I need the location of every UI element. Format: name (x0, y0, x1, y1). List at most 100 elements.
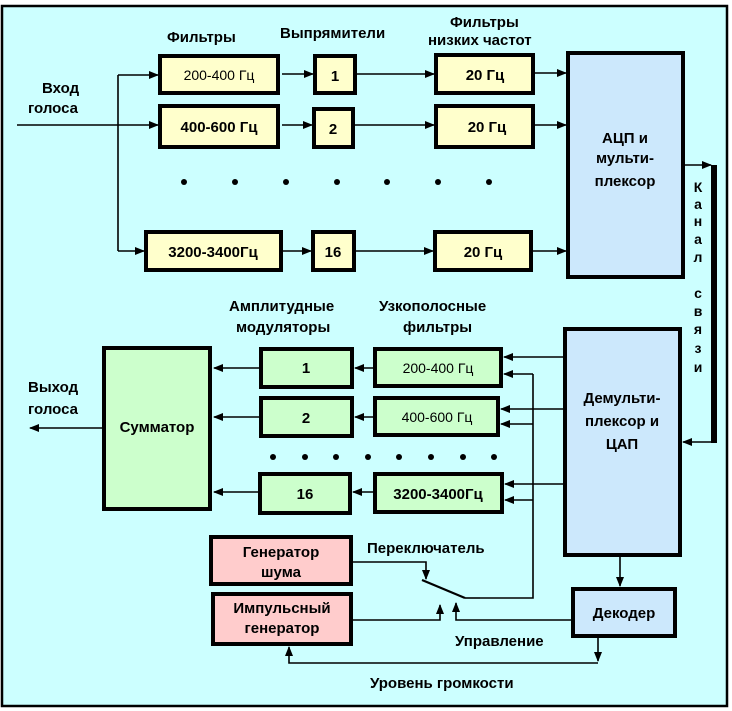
pulse-to-switch-arrow (351, 604, 444, 621)
decoder-box (571, 587, 677, 638)
dot (491, 454, 497, 460)
adc-label-line3: плексор (595, 173, 656, 190)
noise-to-switch-arrow (351, 561, 430, 580)
bandpass-filter-label: 400-600 Гц (402, 409, 473, 425)
pulse-generator-label-line1: Импульсный (233, 600, 330, 617)
channel-letter: в (694, 303, 703, 319)
modulator-box (258, 472, 352, 515)
control-arrow (452, 602, 573, 621)
adc-label-line2: мульти- (596, 150, 654, 167)
bandpass-filter-box (373, 396, 500, 437)
dot (270, 454, 276, 460)
dot (435, 179, 441, 185)
channel-letter: л (694, 249, 703, 265)
bandpass-filter-label: 3200-3400Гц (393, 486, 483, 503)
dot (334, 179, 340, 185)
volume-level-arrow (285, 646, 598, 664)
demux-dac-box (563, 327, 682, 557)
header-modulators-line1: Амплитудные (229, 298, 334, 315)
dot (302, 454, 308, 460)
rectifier-box (313, 54, 357, 95)
channel-letter: и (694, 359, 703, 375)
input-label-line1: Вход (42, 80, 80, 97)
demux-label-line3: ЦАП (606, 436, 638, 453)
input-label-line2: голоса (28, 100, 79, 117)
dot (283, 179, 289, 185)
lowpass-filter-label: 20 Гц (466, 67, 505, 84)
rectifier-label: 2 (329, 121, 337, 138)
dot (396, 454, 402, 460)
switch-label: Переключатель (367, 540, 485, 557)
demux-label-line2: плексор и (585, 413, 659, 430)
header-modulators-line2: модуляторы (236, 319, 330, 336)
communication-channel-bar (711, 165, 717, 443)
adc-label-line1: АЦП и (602, 130, 648, 147)
output-label-line1: Выход (28, 379, 79, 396)
noise-generator-label-line2: шума (261, 564, 302, 581)
header-rectifiers: Выпрямители (280, 25, 385, 42)
rectifier-label: 16 (325, 244, 342, 261)
modulator-label: 2 (302, 410, 310, 427)
dot (232, 179, 238, 185)
rectifier-box (311, 230, 356, 272)
decoder-channel-2: 2 400-600 Гц (213, 396, 565, 438)
noise-generator-label-line1: Генератор (243, 544, 319, 561)
dot (365, 454, 371, 460)
bandpass-filter-label: 200-400 Гц (184, 67, 255, 83)
bandpass-filter-box (373, 472, 504, 514)
header-bandpass-line2: фильтры (403, 319, 472, 336)
channel-letter: з (695, 340, 702, 356)
dot (460, 454, 466, 460)
demux-label-line1: Демульти- (583, 390, 660, 407)
channel-letter: а (694, 231, 702, 247)
switch-lever (421, 578, 466, 600)
rectifier-label: 1 (331, 68, 339, 85)
lowpass-filter-label: 20 Гц (464, 244, 503, 261)
decoder-channel-1: 1 200-400 Гц (213, 347, 565, 389)
bandpass-filter-label: 200-400 Гц (403, 360, 474, 376)
bandpass-filter-label: 400-600 Гц (181, 119, 259, 136)
dot (181, 179, 187, 185)
bandpass-filter-box (158, 54, 280, 95)
output-label-line2: голоса (28, 401, 79, 418)
encoder-channel-16: 3200-3400Гц 16 20 Гц (144, 230, 567, 272)
rectifier-box (312, 107, 355, 149)
control-label: Управление (455, 633, 544, 650)
decoder-label: Декодер (593, 605, 656, 622)
dot (428, 454, 434, 460)
volume-label: Уровень громкости (370, 675, 514, 692)
adc-multiplexer-box (566, 51, 685, 279)
header-bandpass-line1: Узкополосные (379, 298, 486, 315)
modulator-label: 1 (302, 360, 310, 377)
bandpass-filter-box (158, 104, 280, 149)
dot (333, 454, 339, 460)
header-filters: Фильтры (167, 29, 236, 46)
pulse-generator-box (211, 592, 353, 646)
lowpass-filter-label: 20 Гц (468, 119, 507, 136)
bandpass-filter-box (144, 230, 283, 272)
channel-letter: К (694, 179, 703, 195)
lowpass-filter-box (433, 230, 533, 272)
header-lowpass-line2: низких частот (428, 32, 532, 49)
summator-label: Сумматор (120, 419, 195, 436)
channel-letter: я (694, 321, 702, 337)
decoder-channel-16: 16 3200-3400Гц (213, 472, 565, 515)
dot (486, 179, 492, 185)
channel-letter: н (694, 213, 702, 229)
excitation-bus (480, 374, 534, 599)
bandpass-filter-label: 3200-3400Гц (168, 244, 258, 261)
channel-label: К а н а л с в я з и (694, 179, 703, 375)
encoder-channel-2: 400-600 Гц 2 20 Гц (158, 104, 567, 149)
channel-letter: а (694, 196, 702, 212)
dot (384, 179, 390, 185)
lowpass-filter-box (434, 104, 535, 149)
lowpass-filter-box (434, 53, 535, 95)
noise-generator-box (209, 535, 353, 586)
header-lowpass-line1: Фильтры (450, 14, 519, 31)
decoder-ellipsis (270, 454, 497, 460)
encoder-ellipsis (181, 179, 492, 185)
pulse-generator-label-line2: генератор (245, 620, 320, 637)
channel-letter: с (694, 285, 702, 301)
